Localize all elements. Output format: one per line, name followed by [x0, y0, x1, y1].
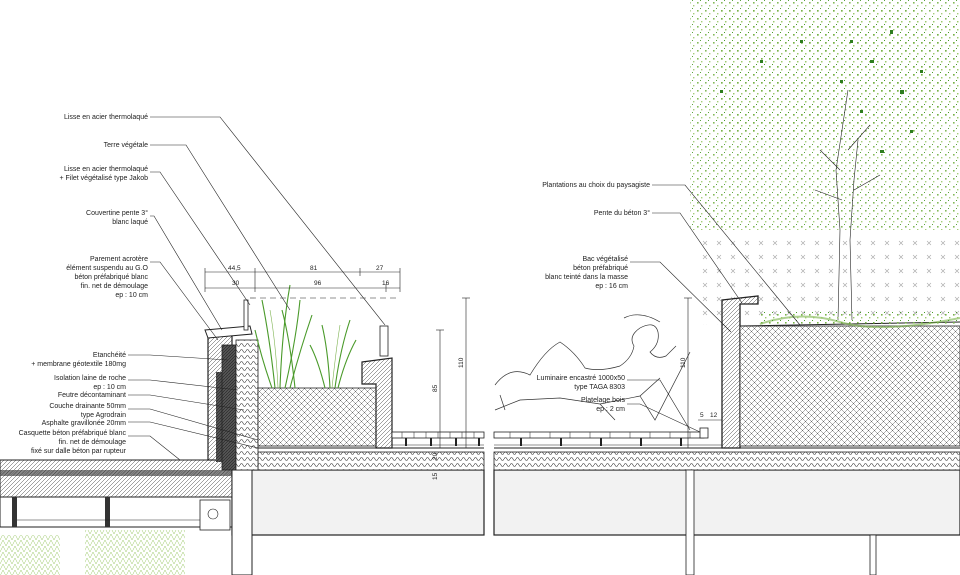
- annotation-lisse-acier: Lisse en acier thermolaqué: [64, 114, 148, 121]
- dim-15: 15: [432, 472, 439, 480]
- right-annotations: Plantations au choix du paysagiste Pente…: [537, 182, 651, 413]
- annotation-pente-beton: Pente du béton 3°: [594, 209, 650, 217]
- dim-81: 81: [310, 265, 318, 272]
- reclining-person-sketch: [494, 314, 691, 421]
- left-section: [0, 284, 485, 575]
- annotation-etancheite: Etanchéité+ membrane géotextile 180mg: [31, 352, 126, 368]
- annotation-terre-vegetale: Terre végétale: [104, 142, 148, 149]
- dim-44-5: 44,5: [228, 265, 241, 272]
- right-section: [493, 295, 960, 575]
- annotation-lisse-filet: Lisse en acier thermolaqué+ Filet végéta…: [59, 166, 148, 182]
- left-annotations: Lisse en acier thermolaqué Terre végétal…: [19, 114, 149, 455]
- tree-illustration: [690, 0, 960, 325]
- dim-16: 16: [382, 280, 390, 287]
- dim-110-left: 110: [458, 357, 465, 368]
- dim-96: 96: [314, 280, 322, 287]
- annotation-asphalte: Asphalte gravillonée 20mm: [42, 420, 127, 427]
- dim-110-right: 110: [680, 357, 687, 368]
- leader-lines: [128, 116, 801, 461]
- dim-20: 20: [432, 452, 439, 460]
- dim-85: 85: [432, 384, 439, 392]
- dim-12: 12: [710, 412, 718, 419]
- annotation-feutre: Feutre décontaminant: [58, 392, 126, 399]
- dimension-lines: [204, 268, 722, 448]
- dim-27: 27: [376, 265, 384, 272]
- dim-5: 5: [700, 412, 704, 419]
- annotation-plantations: Plantations au choix du paysagiste: [542, 182, 650, 189]
- annotation-couvertine: Couvertine pente 3°blanc laqué: [86, 209, 148, 226]
